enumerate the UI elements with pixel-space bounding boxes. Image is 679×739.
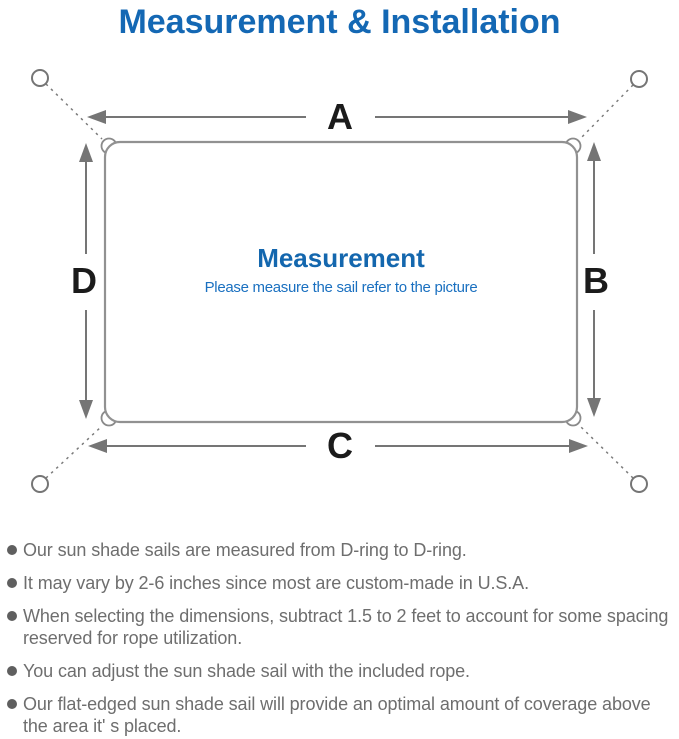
note-line: Our flat-edged sun shade sail will provi…: [23, 694, 651, 714]
measurement-diagram: A B C D Measurement Please measure the s…: [31, 69, 648, 493]
note-item: Our sun shade sails are measured from D-…: [7, 539, 675, 561]
note-text: You can adjust the sun shade sail with t…: [23, 660, 470, 682]
measure-arrow-a: [87, 110, 587, 124]
note-item: Our flat-edged sun shade sail will provi…: [7, 693, 675, 737]
sail-outline: [103, 140, 579, 424]
note-line: You can adjust the sun shade sail with t…: [23, 661, 470, 681]
measure-arrow-b: [587, 142, 601, 417]
note-text: Our flat-edged sun shade sail will provi…: [23, 693, 651, 737]
bullet-icon: [7, 611, 17, 621]
note-text: It may vary by 2-6 inches since most are…: [23, 572, 529, 594]
note-text: When selecting the dimensions, subtract …: [23, 605, 668, 649]
bullet-icon: [7, 699, 17, 709]
measure-arrow-d: [79, 143, 93, 419]
dim-label-c: C: [327, 425, 353, 466]
notes-list: Our sun shade sails are measured from D-…: [7, 539, 675, 739]
note-text: Our sun shade sails are measured from D-…: [23, 539, 467, 561]
bullet-icon: [7, 545, 17, 555]
sail-diagram-graphic: [31, 69, 648, 493]
note-item: You can adjust the sun shade sail with t…: [7, 660, 675, 682]
note-item: It may vary by 2-6 inches since most are…: [7, 572, 675, 594]
note-item: When selecting the dimensions, subtract …: [7, 605, 675, 649]
bullet-icon: [7, 578, 17, 588]
dim-label-b: B: [583, 260, 609, 301]
note-line: When selecting the dimensions, subtract …: [23, 606, 669, 626]
rope-dash-lines: [45, 83, 634, 479]
bullet-icon: [7, 666, 17, 676]
anchor-ring-icons: [31, 69, 648, 493]
diagram-subheading: Please measure the sail refer to the pic…: [204, 279, 478, 296]
note-line: Our sun shade sails are measured from D-…: [23, 540, 467, 560]
note-line: It may vary by 2-6 inches since most are…: [23, 573, 529, 593]
note-line: reserved for rope utilization.: [23, 628, 243, 648]
note-line: the area it' s placed.: [23, 716, 182, 736]
page-title: Measurement & Installation: [118, 3, 561, 41]
measure-arrow-c: [88, 439, 588, 453]
dim-label-d: D: [71, 260, 97, 301]
dim-label-a: A: [327, 96, 353, 137]
diagram-heading: Measurement: [257, 243, 425, 273]
